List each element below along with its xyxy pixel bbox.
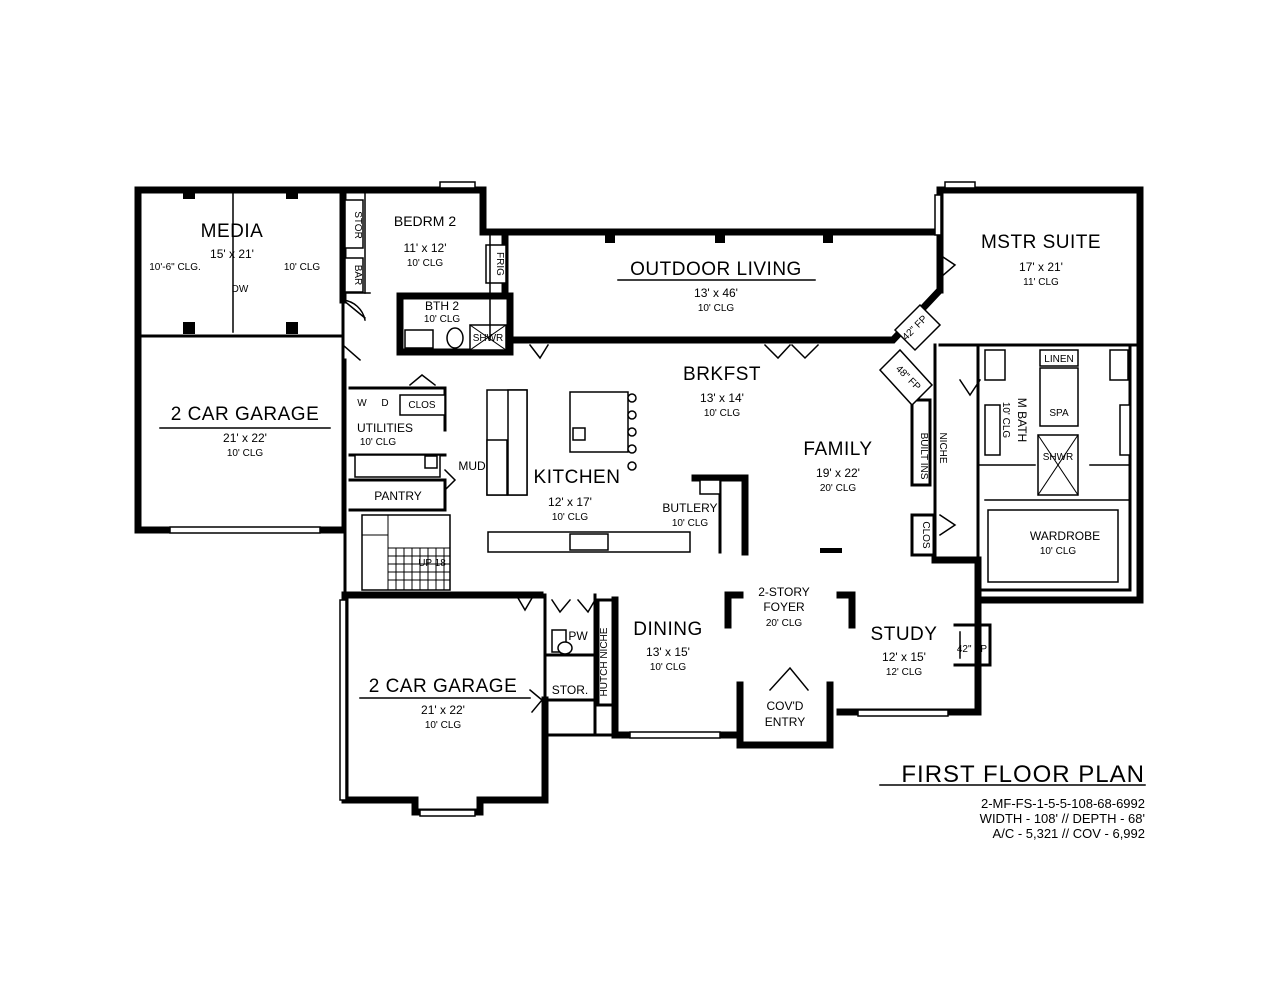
mstr-clg: 11' CLG — [1023, 277, 1059, 288]
butlery-clg: 10' CLG — [672, 518, 709, 529]
plan-area: A/C - 5,321 // COV - 6,992 — [993, 826, 1145, 841]
bedrm2-name: BEDRM 2 — [394, 213, 456, 229]
columns — [183, 187, 842, 553]
kitchen-name: KITCHEN — [534, 467, 621, 488]
entry-name-a: COV'D — [767, 699, 804, 713]
pw-label: PW — [568, 629, 588, 643]
title-block: FIRST FLOOR PLAN 2-MF-FS-1-5-5-108-68-69… — [901, 761, 1145, 841]
garage1-clg: 10' CLG — [227, 448, 264, 459]
clos2-label: CLOS — [920, 521, 931, 549]
windows — [169, 181, 976, 817]
dining-size: 13' x 15' — [646, 645, 690, 659]
room-labels: MEDIA 15' x 21' 10'-6" CLG. 10' CLG DW B… — [149, 213, 1101, 731]
d-label: D — [381, 398, 388, 409]
study-name: STUDY — [871, 624, 938, 645]
butlery-name: BUTLERY — [662, 501, 717, 515]
bath-fixtures — [344, 199, 1131, 655]
utilities-name: UTILITIES — [357, 421, 413, 435]
fixture-labels: CLOS W D STOR BAR FRIG SHWR LINEN SPA SH… — [352, 211, 1074, 697]
brkfst-clg: 10' CLG — [704, 408, 741, 419]
wardrobe-name: WARDROBE — [1030, 529, 1100, 543]
family-size: 19' x 22' — [816, 466, 860, 480]
pantry-name: PANTRY — [374, 489, 422, 503]
study-size: 12' x 15' — [882, 650, 926, 664]
mstr-size: 17' x 21' — [1019, 260, 1063, 274]
shwr2-label: SHWR — [1043, 452, 1074, 463]
media-size: 15' x 21' — [210, 247, 254, 261]
bath2-clg: 10' CLG — [424, 314, 461, 325]
spa-label: SPA — [1049, 408, 1069, 419]
brkfst-size: 13' x 14' — [700, 391, 744, 405]
brkfst-name: BRKFST — [683, 364, 761, 385]
study-clg: 12' CLG — [886, 667, 923, 678]
kitchen-fixtures — [486, 389, 721, 553]
mstr-name: MSTR SUITE — [981, 232, 1101, 253]
bedrm2-clg: 10' CLG — [407, 258, 444, 269]
bar-label: BAR — [352, 265, 363, 286]
outdoor-clg: 10' CLG — [698, 303, 735, 314]
foyer-name-b: FOYER — [763, 600, 805, 614]
family-clg: 20' CLG — [820, 483, 857, 494]
garage1-size: 21' x 22' — [223, 431, 267, 445]
mbath-name: M BATH — [1015, 398, 1029, 442]
mbath-clg: 10' CLG — [1000, 402, 1011, 439]
plan-code: 2-MF-FS-1-5-5-108-68-6992 — [981, 796, 1145, 811]
plan-title: FIRST FLOOR PLAN — [901, 761, 1145, 788]
plan-dimensions: WIDTH - 108' // DEPTH - 68' — [980, 811, 1145, 826]
garage1-name: 2 CAR GARAGE — [171, 404, 320, 425]
hutch-niche-label: HUTCH NICHE — [599, 627, 610, 696]
fp-c-label: 42" FP — [957, 644, 988, 655]
doors — [341, 253, 982, 714]
frig-label: FRIG — [494, 252, 505, 276]
mud-name: MUD — [458, 459, 486, 473]
wardrobe-clg: 10' CLG — [1040, 546, 1077, 557]
interior-walls — [348, 303, 992, 737]
garage2-name: 2 CAR GARAGE — [369, 676, 518, 697]
shwr-label: SHWR — [473, 333, 504, 344]
stor-label: STOR — [352, 211, 363, 239]
kitchen-size: 12' x 17' — [548, 495, 592, 509]
bath2-name: BTH 2 — [425, 299, 459, 313]
entry-name-b: ENTRY — [765, 715, 805, 729]
kitchen-clg: 10' CLG — [552, 512, 589, 523]
foyer-name-a: 2-STORY — [758, 585, 810, 599]
stor2-label: STOR. — [552, 683, 588, 697]
stair-treads — [361, 514, 451, 591]
clos-label: CLOS — [408, 400, 436, 411]
outdoor-size: 13' x 46' — [694, 286, 738, 300]
exterior-walls — [134, 186, 1144, 816]
built-ins-label: BUILT INS — [918, 433, 929, 480]
dining-name: DINING — [633, 619, 703, 640]
dining-clg: 10' CLG — [650, 662, 687, 673]
utilities-clg: 10' CLG — [360, 437, 397, 448]
media-name: MEDIA — [201, 221, 264, 242]
foyer-clg: 20' CLG — [766, 618, 803, 629]
garage2-clg: 10' CLG — [425, 720, 462, 731]
up-label: UP 18 — [418, 558, 446, 569]
media-clg-b: 10' CLG — [284, 262, 321, 273]
family-name: FAMILY — [803, 439, 872, 460]
media-clg-a: 10'-6" CLG. — [149, 262, 201, 273]
linen-label: LINEN — [1044, 354, 1073, 365]
outdoor-name: OUTDOOR LIVING — [630, 259, 802, 280]
garage2-size: 21' x 22' — [421, 703, 465, 717]
niche-label: NICHE — [937, 432, 948, 463]
media-dw: DW — [232, 284, 249, 295]
bedrm2-size: 11' x 12' — [403, 241, 446, 255]
w-label: W — [357, 398, 367, 409]
